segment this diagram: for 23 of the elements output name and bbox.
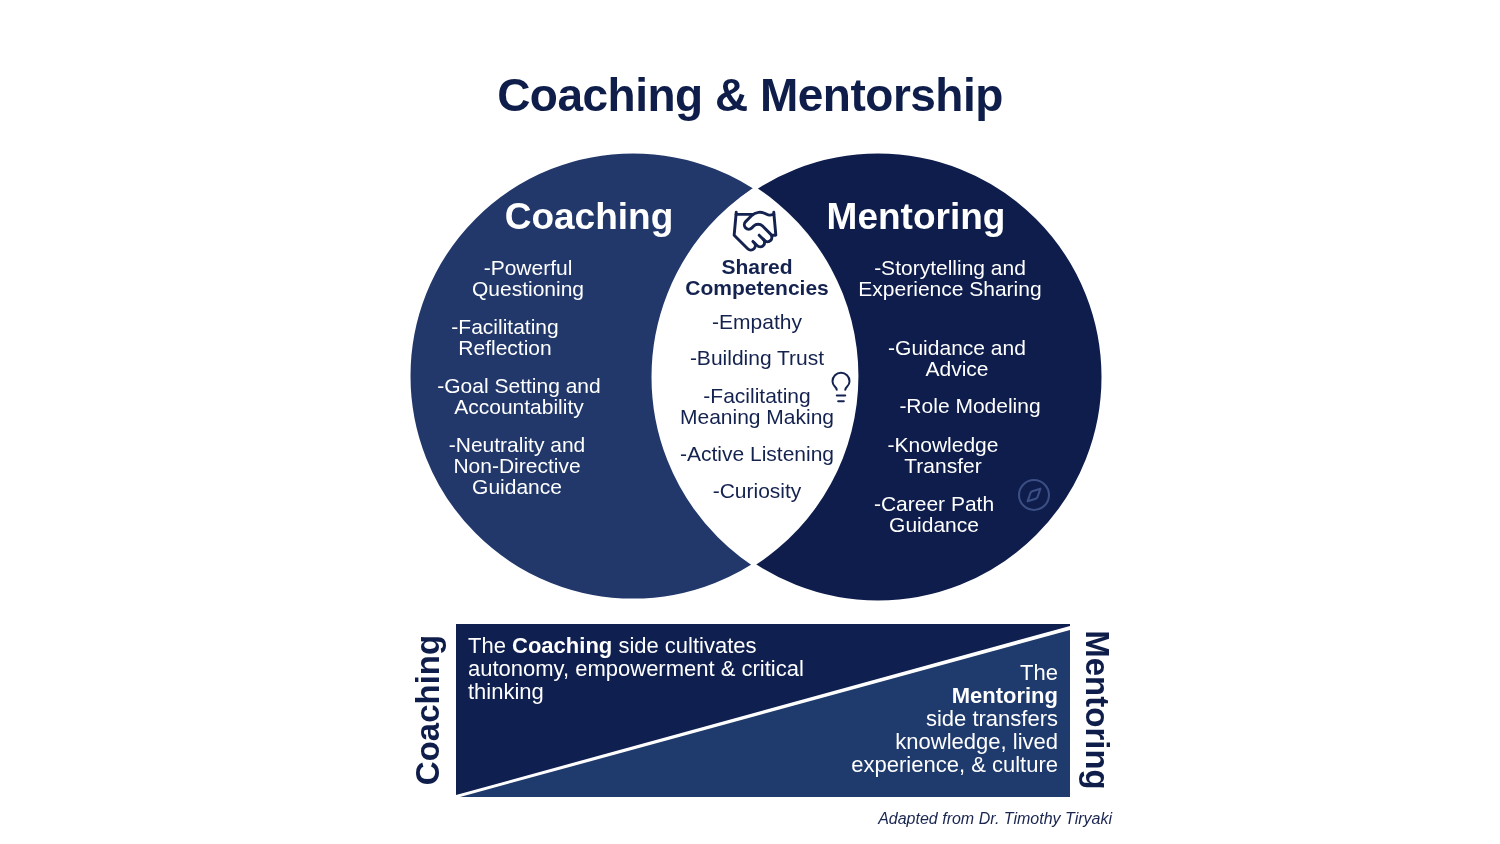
- list-item: -Empathy: [711, 311, 803, 332]
- list-item: -Facilitating Meaning Making: [678, 385, 836, 427]
- list-item: -Active Listening: [678, 443, 836, 464]
- diagram-title: Coaching & Mentorship: [496, 68, 1004, 122]
- list-item: -Goal Setting and Accountability: [436, 375, 602, 417]
- banner-text: The Mentoring side transfers knowledge, lived experience, & culture: [851, 660, 1058, 777]
- list-item: -Storytelling and Experience Sharing: [857, 257, 1043, 299]
- section-heading: Coaching: [503, 197, 675, 237]
- list-item: -Role Modeling: [898, 395, 1042, 416]
- section-heading: Mentoring: [825, 197, 1007, 237]
- side-label: Coaching: [410, 633, 446, 788]
- side-label: Mentoring: [1079, 629, 1115, 792]
- list-item: -Facilitating Reflection: [450, 316, 560, 358]
- section-heading: Shared Competencies: [684, 256, 830, 298]
- list-item: -Knowledge Transfer: [886, 434, 1000, 476]
- list-item: -Career Path Guidance: [872, 493, 996, 535]
- list-item: -Powerful Questioning: [470, 257, 586, 299]
- list-item: -Guidance and Advice: [887, 337, 1027, 379]
- list-item: -Building Trust: [688, 347, 826, 368]
- list-item: -Neutrality and Non-Directive Guidance: [447, 434, 587, 497]
- source-caption: Adapted from Dr. Timothy Tiryaki: [878, 810, 1112, 828]
- banner-text: The Coaching side cultivates autonomy, empowerment & critical thinking: [468, 634, 805, 703]
- list-item: -Curiosity: [711, 480, 803, 501]
